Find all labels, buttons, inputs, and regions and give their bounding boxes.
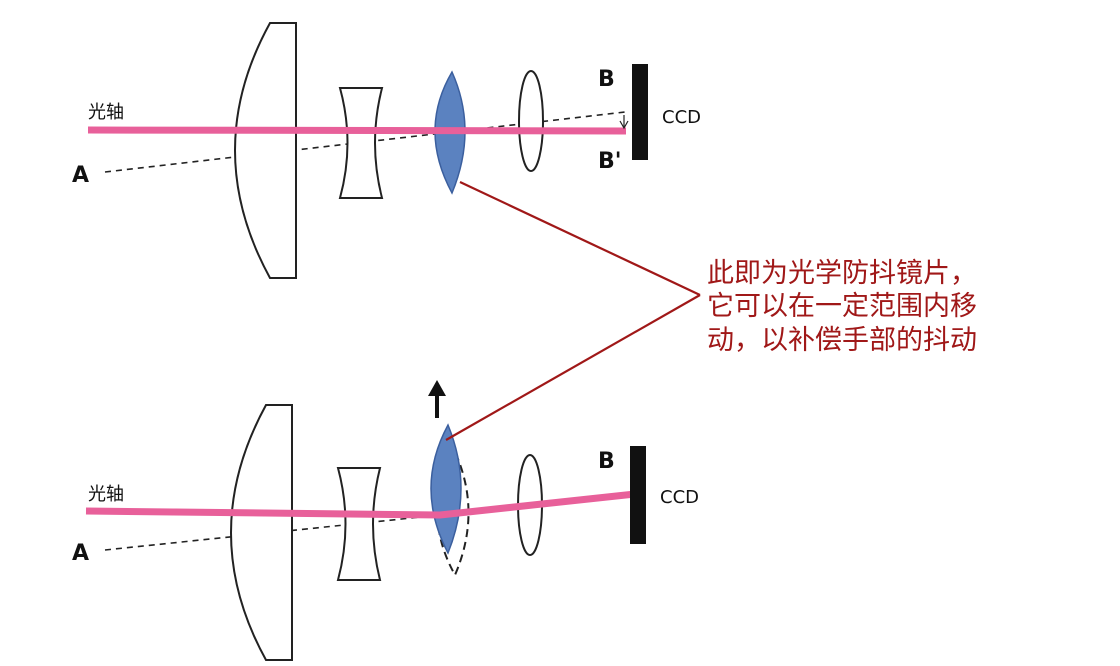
bottom-point-a-label: A (72, 541, 89, 566)
annotation-line-3: 动，以补偿手部的抖动 (707, 325, 977, 356)
bottom-axis-label: 光轴 (88, 484, 124, 505)
top-offset-arrow-head (619, 120, 629, 130)
top-point-b-label: B (598, 67, 615, 92)
bottom-concave-lens (336, 467, 382, 581)
annotation-text: 此即为光学防抖镜片， 它可以在一定范围内移 动，以补偿手部的抖动 (707, 258, 977, 356)
annotation-line-2: 它可以在一定范围内移 (707, 291, 977, 322)
annotation-line-1: 此即为光学防抖镜片， (707, 258, 977, 289)
annotation-leaders (445, 181, 701, 441)
top-front-lens (234, 22, 297, 279)
movement-arrow-head (428, 380, 446, 396)
bottom-ccd-label: CCD (660, 487, 699, 508)
bottom-front-lens (230, 404, 293, 661)
top-point-a-label: A (72, 163, 89, 188)
bottom-ccd-sensor (630, 446, 646, 544)
bottom-optical-axis (85, 490, 636, 519)
top-biconvex-lens (518, 70, 544, 172)
top-concave-lens (338, 87, 384, 199)
top-ccd-sensor (632, 64, 648, 160)
top-optical-axis (87, 126, 627, 135)
leader-line-top (459, 181, 701, 296)
bottom-stabilizer-lens (430, 423, 462, 555)
top-ccd-label: CCD (662, 107, 701, 128)
bottom-point-b-label: B (598, 449, 615, 474)
top-diagram: 光轴 A B B' CCD (72, 22, 701, 279)
leader-line-bottom (445, 294, 701, 441)
bottom-diagram: 光轴 A B CCD (72, 380, 699, 661)
top-point-b-prime-label: B' (598, 149, 622, 174)
top-axis-label: 光轴 (88, 102, 124, 123)
